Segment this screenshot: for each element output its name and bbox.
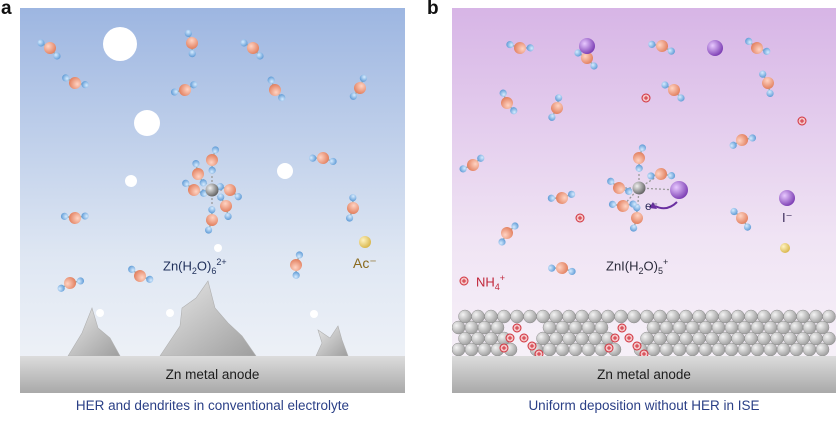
zn-atom xyxy=(562,309,576,324)
arrow-head-icon xyxy=(649,202,657,209)
zn-atom xyxy=(679,309,693,324)
zn-anode-b xyxy=(452,356,836,393)
panel-a-diagram xyxy=(20,8,405,393)
electron-transfer-arrow xyxy=(654,201,678,210)
zn-atom xyxy=(484,309,498,324)
zn-atom xyxy=(744,309,758,324)
complex-formula-a: Zn(H2O)62+ xyxy=(163,257,227,276)
zn-atom xyxy=(601,309,615,324)
zn-anode xyxy=(20,356,405,393)
zn-atom xyxy=(510,309,524,324)
zn-atom xyxy=(815,320,830,335)
zn-iodo-aqua-complex xyxy=(605,142,688,234)
zn-atom xyxy=(653,309,667,324)
caption-b: Uniform deposition without HER in ISE xyxy=(528,398,760,413)
panel-b-letter: b xyxy=(427,0,439,19)
zn-atom xyxy=(497,309,511,324)
iodide-anions xyxy=(579,38,795,206)
electron-label: e⁻ xyxy=(645,199,659,213)
zn-atom xyxy=(614,309,628,324)
zn-atom xyxy=(718,309,732,324)
panel-b-diagram xyxy=(452,8,836,393)
hydrogen-bubbles xyxy=(96,27,318,318)
zn-atom xyxy=(783,309,797,324)
anode-label-b: Zn metal anode xyxy=(597,367,691,382)
ammonium-label: NH4+ xyxy=(476,273,506,292)
zn-atom xyxy=(640,309,654,324)
acetate-label: Ac⁻ xyxy=(353,255,377,271)
uniform-zn-deposit xyxy=(452,309,836,357)
zn-atom xyxy=(796,309,810,324)
zn-atom xyxy=(594,320,609,335)
acetate-anion-b xyxy=(780,243,790,253)
zn-atom xyxy=(692,309,706,324)
panel-a-letter: a xyxy=(1,0,12,19)
acetate-anion xyxy=(359,236,371,248)
iodide-label: I⁻ xyxy=(782,210,793,225)
complex-formula-b: ZnI(H2O)5+ xyxy=(606,257,669,276)
zn-atom xyxy=(809,309,823,324)
coordinated-iodide xyxy=(670,181,688,199)
zn-atom xyxy=(822,309,836,324)
caption-a: HER and dendrites in conventional electr… xyxy=(75,398,350,413)
zn-atom xyxy=(549,309,563,324)
zn-atom xyxy=(822,331,836,346)
zn-atom xyxy=(471,309,485,324)
zn-atom xyxy=(536,309,550,324)
zn-hexaaqua-complex xyxy=(180,144,244,236)
zinc-ion xyxy=(205,183,219,197)
anode-label-a: Zn metal anode xyxy=(165,367,260,382)
zn-atom xyxy=(588,309,602,324)
zn-atom xyxy=(523,309,537,324)
zn-atom xyxy=(757,309,771,324)
zn-atom xyxy=(770,309,784,324)
zn-atom xyxy=(490,320,505,335)
zn-atom xyxy=(705,309,719,324)
zn-atom xyxy=(627,309,641,324)
zn-dendrites xyxy=(67,280,349,357)
zinc-ion-b xyxy=(632,181,646,195)
zn-atom xyxy=(666,309,680,324)
zn-atom xyxy=(731,309,745,324)
zn-atom xyxy=(575,309,589,324)
zn-atom xyxy=(458,309,472,324)
